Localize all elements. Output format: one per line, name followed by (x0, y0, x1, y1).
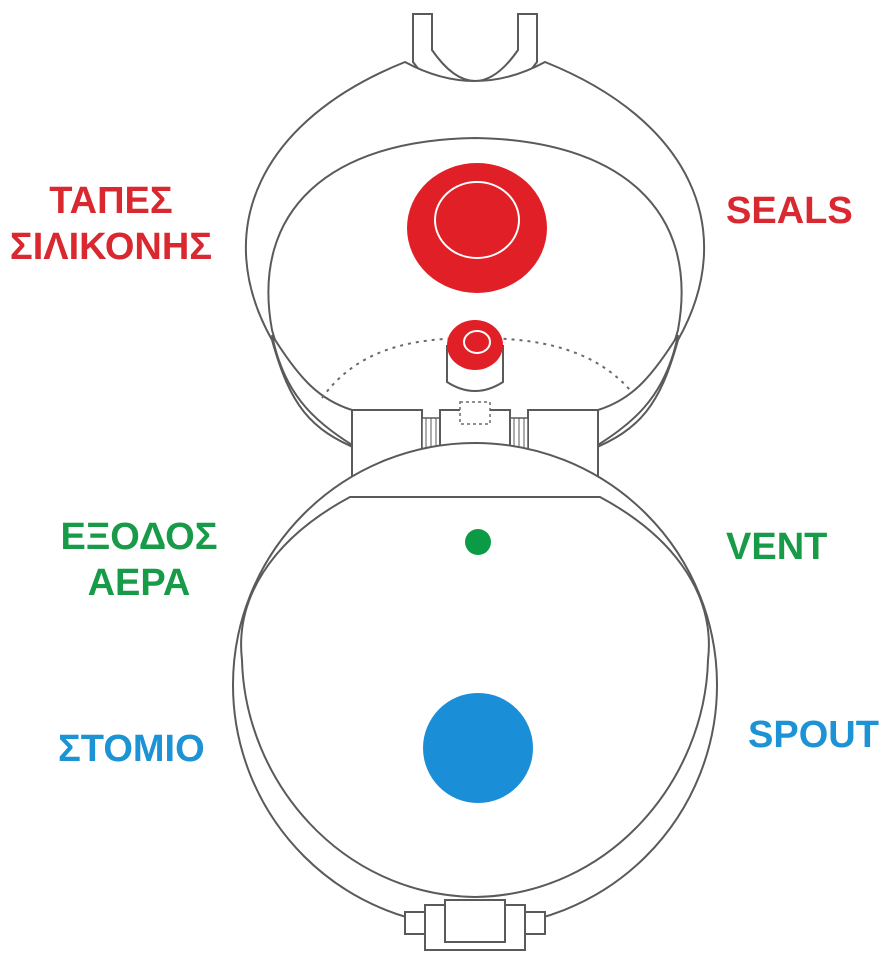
seals-label-english: SEALS (726, 190, 853, 232)
vent-label-greek-line-1: ΕΞΟΔΟΣ (60, 516, 218, 558)
vent-label-greek: ΕΞΟΔΟΣ ΑΕΡΑ (44, 514, 234, 606)
spout-dot (423, 693, 533, 803)
seals-label-greek-line-1: ΤΑΠΕΣ (49, 180, 173, 222)
large-seal (407, 163, 547, 293)
vent-dot (465, 529, 491, 555)
spout-label-greek: ΣΤΟΜΙΟ (58, 728, 205, 770)
spout-label-english: SPOUT (748, 714, 879, 756)
seals-label-greek: ΤΑΠΕΣ ΣΙΛΙΚΟΝΗΣ (4, 178, 218, 270)
bottom-latch (404, 899, 546, 951)
seals-label-greek-line-2: ΣΙΛΙΚΟΝΗΣ (9, 226, 213, 268)
small-seal (447, 320, 503, 370)
vent-label-english: VENT (726, 526, 828, 568)
vent-label-greek-line-2: ΑΕΡΑ (87, 562, 191, 604)
